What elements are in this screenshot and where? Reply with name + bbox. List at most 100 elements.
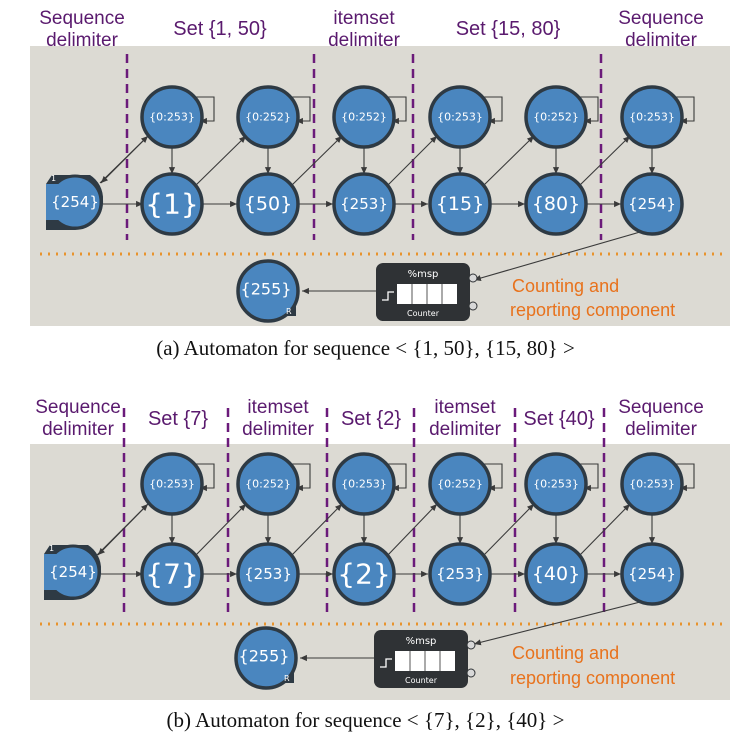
counter-port-icon	[468, 301, 478, 311]
self-loop	[286, 463, 311, 492]
state-node: {0:252}	[236, 452, 300, 516]
node-label: {0:253}	[629, 111, 675, 124]
header-line: delimiter	[429, 419, 501, 440]
state-node: {0:253}	[524, 452, 588, 516]
header-itemset-delimiter-1: itemset delimiter	[228, 397, 328, 441]
start-node: 1 {254}	[44, 544, 102, 601]
state-node: {0:253}	[332, 452, 396, 516]
edge	[290, 503, 343, 557]
edge	[578, 503, 631, 557]
header-sequence-delimiter-end: Sequence delimiter	[606, 8, 716, 52]
node-label: {0:253}	[149, 111, 195, 124]
report-tag: R	[284, 674, 290, 683]
counter-bottom-label: Counter	[407, 309, 440, 318]
state-node: {1}	[140, 172, 204, 236]
header-line: itemset	[333, 8, 395, 29]
header-itemset-delimiter: itemset delimiter	[314, 8, 414, 52]
edge	[482, 135, 535, 187]
node-label: {253}	[340, 195, 388, 213]
state-node: {0:253}	[140, 85, 204, 149]
report-node-label: {255}	[239, 647, 290, 666]
header-line: Sequence	[35, 397, 121, 418]
edge	[290, 135, 343, 187]
automaton-diagram-a: 1 {254} {0:253} {0:252} {0:252} {0:253} …	[30, 46, 730, 326]
self-loop	[382, 96, 407, 125]
state-node: {50}	[236, 172, 300, 236]
edge	[473, 601, 641, 646]
edge	[482, 503, 535, 557]
header-line: delimiter	[46, 30, 118, 51]
state-node: {0:253}	[140, 452, 204, 516]
header-set-1: Set {1, 50}	[173, 18, 267, 40]
start-tag: 1	[49, 544, 54, 553]
state-node: {0:253}	[620, 452, 684, 516]
counter-element: %msp Counter	[374, 630, 476, 688]
counter-bottom-label: Counter	[405, 676, 438, 685]
state-node: {254}	[620, 542, 684, 606]
header-line: itemset	[247, 397, 309, 418]
header-line: itemset	[434, 397, 496, 418]
state-node: {0:252}	[332, 85, 396, 149]
automaton-panel-a: 1 {254} {0:253} {0:252} {0:252} {0:253} …	[0, 0, 731, 372]
header-line: delimiter	[42, 419, 114, 440]
component-label-line1: Counting and	[512, 276, 619, 296]
counter-top-label: %msp	[406, 636, 437, 647]
header-line: delimiter	[242, 419, 314, 440]
node-label: {2}	[337, 558, 390, 591]
report-node: R {255}	[234, 626, 298, 690]
caption-b: (b) Automaton for sequence < {7}, {2}, {…	[166, 708, 565, 732]
state-node: {254}	[620, 172, 684, 236]
component-label-line1: Counting and	[512, 643, 619, 663]
header-set-2: Set {2}	[340, 408, 402, 430]
edge	[386, 503, 438, 557]
state-node: {253}	[428, 542, 492, 606]
counter-element: %msp Counter	[376, 263, 478, 321]
counter-port-icon	[466, 668, 476, 678]
component-label-line2: reporting component	[510, 300, 675, 320]
self-loop	[286, 96, 311, 125]
node-label: {7}	[145, 558, 198, 591]
header-line: delimiter	[625, 30, 697, 51]
state-node: {2}	[332, 542, 396, 606]
node-label: {1}	[145, 188, 198, 221]
self-loop	[478, 96, 503, 125]
state-node: {0:252}	[236, 85, 300, 149]
state-node: {40}	[524, 542, 588, 606]
node-label: {15}	[436, 193, 484, 215]
counter-top-label: %msp	[408, 269, 439, 280]
self-loops	[190, 96, 695, 125]
self-loop	[670, 463, 695, 492]
header-set-1: Set {7}	[147, 408, 209, 430]
node-label: {0:252}	[533, 111, 579, 124]
edge	[386, 135, 438, 187]
node-label: {0:253}	[437, 111, 483, 124]
node-label: {253}	[244, 565, 292, 583]
header-line: delimiter	[625, 419, 697, 440]
state-node: {0:253}	[620, 85, 684, 149]
top-nodes: {0:253} {0:252} {0:252} {0:253} {0:252} …	[140, 85, 684, 149]
node-label: {0:253}	[533, 478, 579, 491]
start-tag: 1	[51, 174, 56, 183]
header-sequence-delimiter-start: Sequence delimiter	[30, 8, 134, 52]
state-node: {0:253}	[428, 85, 492, 149]
start-node: 1 {254}	[46, 174, 104, 231]
node-label: {0:252}	[437, 478, 483, 491]
header-line: Sequence	[618, 397, 704, 418]
node-label: {0:253}	[629, 478, 675, 491]
start-node-label: {254}	[49, 563, 97, 581]
node-label: {254}	[628, 195, 676, 213]
node-label: {0:252}	[245, 111, 291, 124]
node-label: {80}	[532, 193, 580, 215]
node-label: {40}	[532, 563, 580, 585]
node-label: {0:253}	[341, 478, 387, 491]
edge	[100, 135, 149, 184]
automaton-diagram-b: 1 {254} {0:253} {0:252} {0:253} {0:252} …	[30, 408, 730, 700]
self-loop	[574, 96, 599, 125]
edge	[194, 503, 247, 557]
state-node: {0:252}	[428, 452, 492, 516]
edges	[96, 503, 656, 662]
node-label: {0:253}	[149, 478, 195, 491]
state-node: {80}	[524, 172, 588, 236]
delimiter-lines	[122, 408, 606, 612]
edge	[97, 503, 149, 556]
